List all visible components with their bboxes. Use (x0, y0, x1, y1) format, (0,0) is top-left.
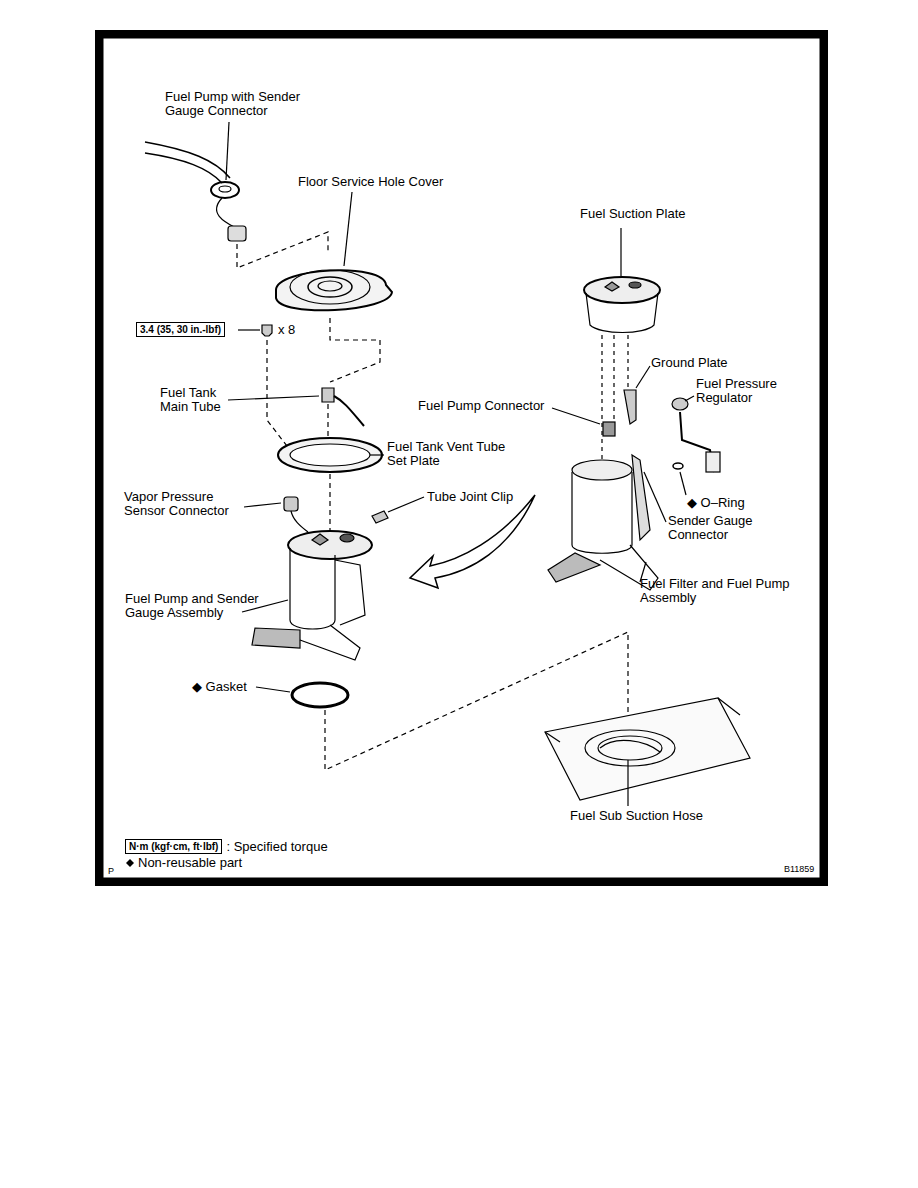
diamond-symbol (126, 859, 134, 867)
part-label: ◆ O–Ring (687, 496, 745, 510)
part-label: P (108, 866, 114, 876)
legend-text: : Specified torque (226, 839, 327, 854)
part-label: Floor Service Hole Cover (298, 175, 443, 189)
part-label: Vapor Pressure Sensor Connector (124, 490, 244, 518)
legend-item: : Specified torque (226, 840, 327, 854)
part-label: Fuel Suction Plate (580, 207, 686, 221)
part-label: B11859 (784, 864, 814, 874)
part-label: Fuel Pump with Sender Gauge Connector (165, 90, 315, 118)
part-label: Ground Plate (651, 356, 728, 370)
part-label: Fuel Pump and Sender Gauge Assembly (125, 592, 275, 620)
part-label: ◆ Gasket (192, 680, 247, 694)
legend-text: Non-reusable part (138, 855, 242, 870)
part-label: 3.4 (35, 30 in.-lbf) (136, 322, 225, 337)
part-label: Fuel Pump Connector (418, 399, 544, 413)
part-label: Tube Joint Clip (427, 490, 513, 504)
part-label: Fuel Tank Main Tube (160, 386, 230, 414)
legend-item: Non-reusable part (126, 856, 242, 870)
part-label: Fuel Pressure Regulator (696, 377, 791, 405)
part-label: N·m (kgf·cm, ft·lbf) (125, 839, 222, 854)
part-label: Sender Gauge Connector (668, 514, 768, 542)
part-label: Fuel Sub Suction Hose (570, 809, 703, 823)
part-label: Fuel Filter and Fuel Pump Assembly (640, 577, 805, 605)
part-label: Fuel Tank Vent Tube Set Plate (387, 440, 517, 468)
part-label: x 8 (278, 323, 295, 337)
